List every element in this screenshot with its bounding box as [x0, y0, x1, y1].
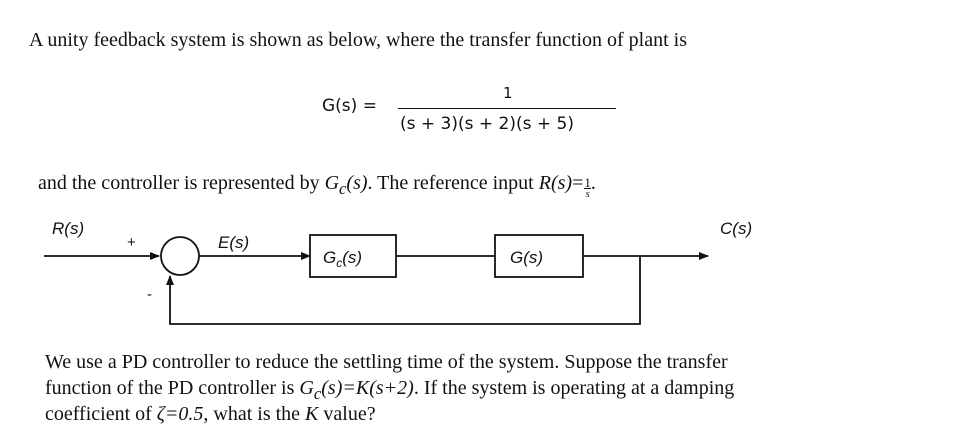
damping-coefficient: ζ=0.5 [156, 403, 204, 425]
question-line-3: coefficient of ζ=0.5, what is the K valu… [45, 403, 376, 425]
plant-equation-denominator: (s + 3)(s + 2)(s + 5) [400, 114, 574, 134]
controller-sentence: and the controller is represented by Gc(… [38, 170, 596, 202]
intro-text: A unity feedback system is shown as belo… [29, 29, 687, 51]
plant-equation-lhs: G(s) = [322, 96, 377, 116]
controller-block-label: Gc(s) [323, 248, 362, 270]
output-label: C(s) [720, 219, 752, 238]
controller-sentence-part2: . The reference input [367, 172, 539, 194]
plant-block-label: G(s) [510, 248, 543, 267]
question-line-1: We use a PD controller to reduce the set… [45, 351, 728, 373]
equals-sign: = [572, 172, 584, 194]
error-label: E(s) [218, 233, 249, 252]
sentence-period: . [590, 172, 596, 194]
controller-symbol: Gc(s) [324, 172, 368, 198]
feedback-path [166, 256, 641, 325]
fraction-bar [398, 108, 616, 109]
minus-sign: - [147, 286, 152, 303]
plus-sign: + [127, 234, 136, 251]
question-line-2: function of the PD controller is Gc(s)=K… [45, 377, 735, 403]
summing-junction [160, 236, 200, 276]
gain-symbol: K [305, 403, 319, 425]
plant-equation-numerator: 1 [503, 84, 513, 102]
input-label: R(s) [52, 219, 84, 238]
plant-block [494, 234, 584, 278]
reference-input-symbol: R(s) [538, 172, 573, 194]
pd-controller-expression: Gc(s)=K(s+2) [299, 377, 414, 403]
controller-sentence-part1: and the controller is represented by [38, 172, 325, 194]
